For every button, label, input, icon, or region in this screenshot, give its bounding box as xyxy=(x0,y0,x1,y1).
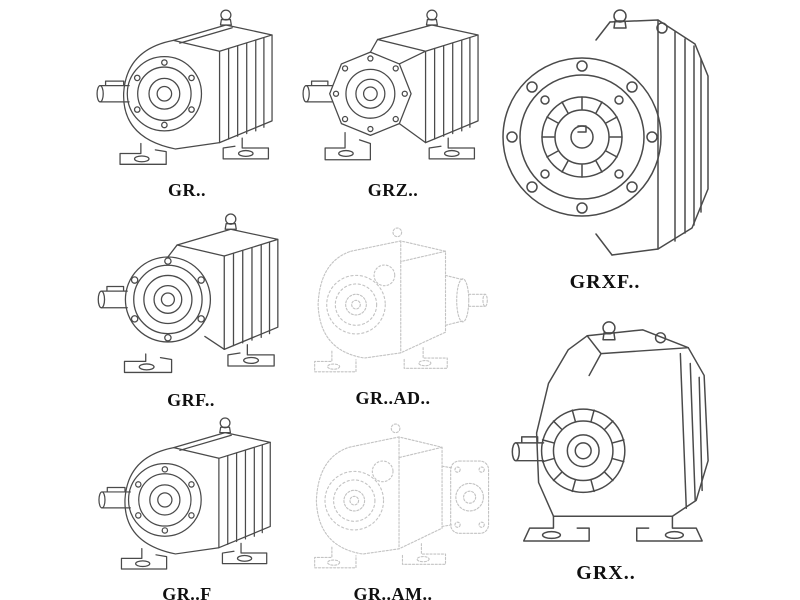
gearbox-drawing-grf-icon xyxy=(94,208,288,388)
gearbox-drawing-grz-icon xyxy=(298,6,488,178)
gearbox-drawing-grxf-icon xyxy=(490,4,720,269)
gearbox-drawing-grft-icon xyxy=(94,414,280,582)
gearbox-drawing-gr-icon xyxy=(92,6,282,178)
catalog-item-grf: GRF.. xyxy=(94,208,288,411)
catalog-item-grx: GRX.. xyxy=(492,312,720,585)
model-label-gram: GR..AM.. xyxy=(353,583,433,600)
gearbox-drawing-grad-icon xyxy=(294,222,492,386)
catalog-item-grft: GR..F xyxy=(94,414,280,600)
model-label-grad: GR..AD.. xyxy=(355,387,431,408)
catalog-item-grxf: GRXF.. xyxy=(490,4,720,294)
model-label-grft: GR..F xyxy=(162,584,212,600)
model-label-grx: GRX.. xyxy=(576,561,636,584)
model-label-grf: GRF.. xyxy=(167,390,215,411)
catalog-item-grad: GR..AD.. xyxy=(294,222,492,409)
model-label-grxf: GRXF.. xyxy=(569,271,641,293)
model-label-grz: GRZ.. xyxy=(367,179,419,200)
gearbox-drawing-gram-icon xyxy=(294,418,492,582)
catalog-item-gram: GR..AM.. xyxy=(294,418,492,600)
model-label-gr: GR.. xyxy=(168,179,206,200)
catalog-item-grz: GRZ.. xyxy=(298,6,488,201)
catalog-item-gr: GR.. xyxy=(92,6,282,201)
gearbox-drawing-grx-icon xyxy=(492,312,720,560)
